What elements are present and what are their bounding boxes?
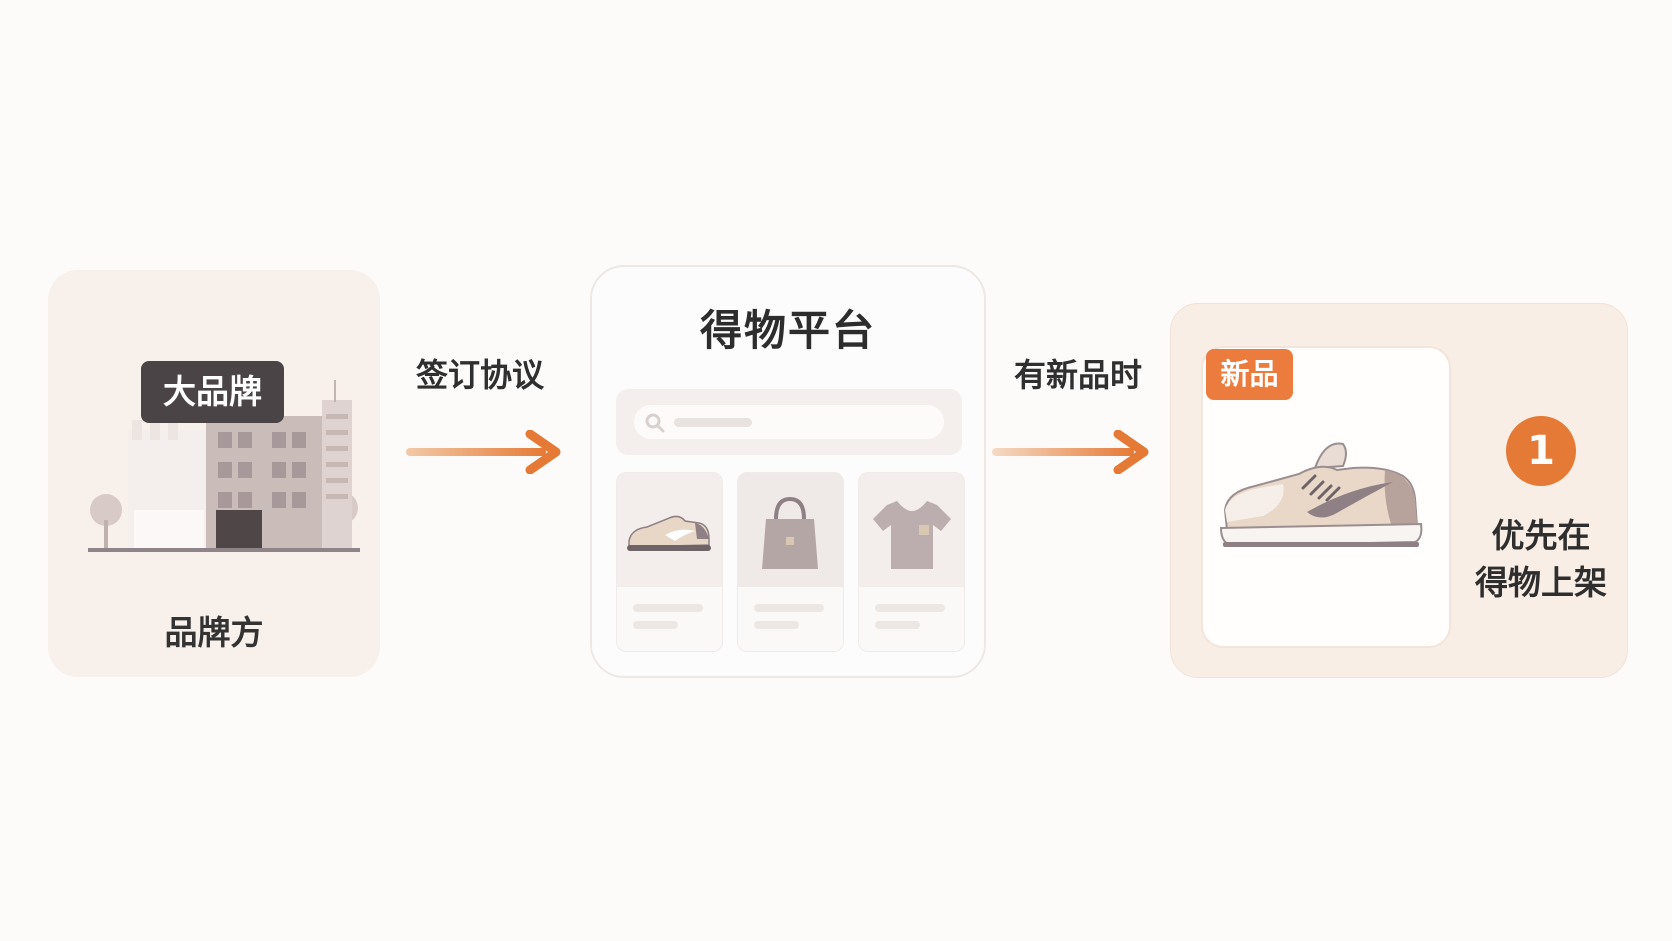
step-badge: 1 (1506, 416, 1576, 486)
brand-card: 大品牌 品牌方 (48, 270, 380, 677)
platform-title: 得物平台 (699, 306, 876, 355)
brand-tag: 大品牌 (141, 361, 284, 423)
handbag-icon (762, 496, 818, 569)
search-box (616, 389, 962, 455)
new-product-image (1201, 346, 1451, 648)
platform-card: 得物平台 (590, 265, 986, 678)
new-product-tag: 新品 (1206, 349, 1293, 400)
product-card-tshirt (858, 472, 965, 652)
search-icon (645, 413, 665, 433)
sneaker-icon (1219, 442, 1423, 548)
search-placeholder-bar (674, 418, 752, 427)
brand-label: 品牌方 (164, 613, 264, 652)
result-text-line2: 得物上架 (1475, 563, 1607, 602)
product-card-bag (737, 472, 844, 652)
product-card-sneaker (616, 472, 723, 652)
arrow-right-icon (992, 430, 1149, 474)
result-card: 新品 1 优先在 得物上架 (1170, 303, 1628, 678)
tshirt-icon (873, 501, 951, 569)
edge-label-new-product: 有新品时 (1014, 356, 1143, 394)
search-input (634, 405, 944, 439)
arrow-right-icon (406, 430, 561, 474)
result-text-line1: 优先在 (1491, 516, 1591, 555)
building-icon (88, 380, 360, 552)
sneaker-icon (627, 515, 711, 551)
edge-label-sign: 签订协议 (416, 356, 545, 394)
